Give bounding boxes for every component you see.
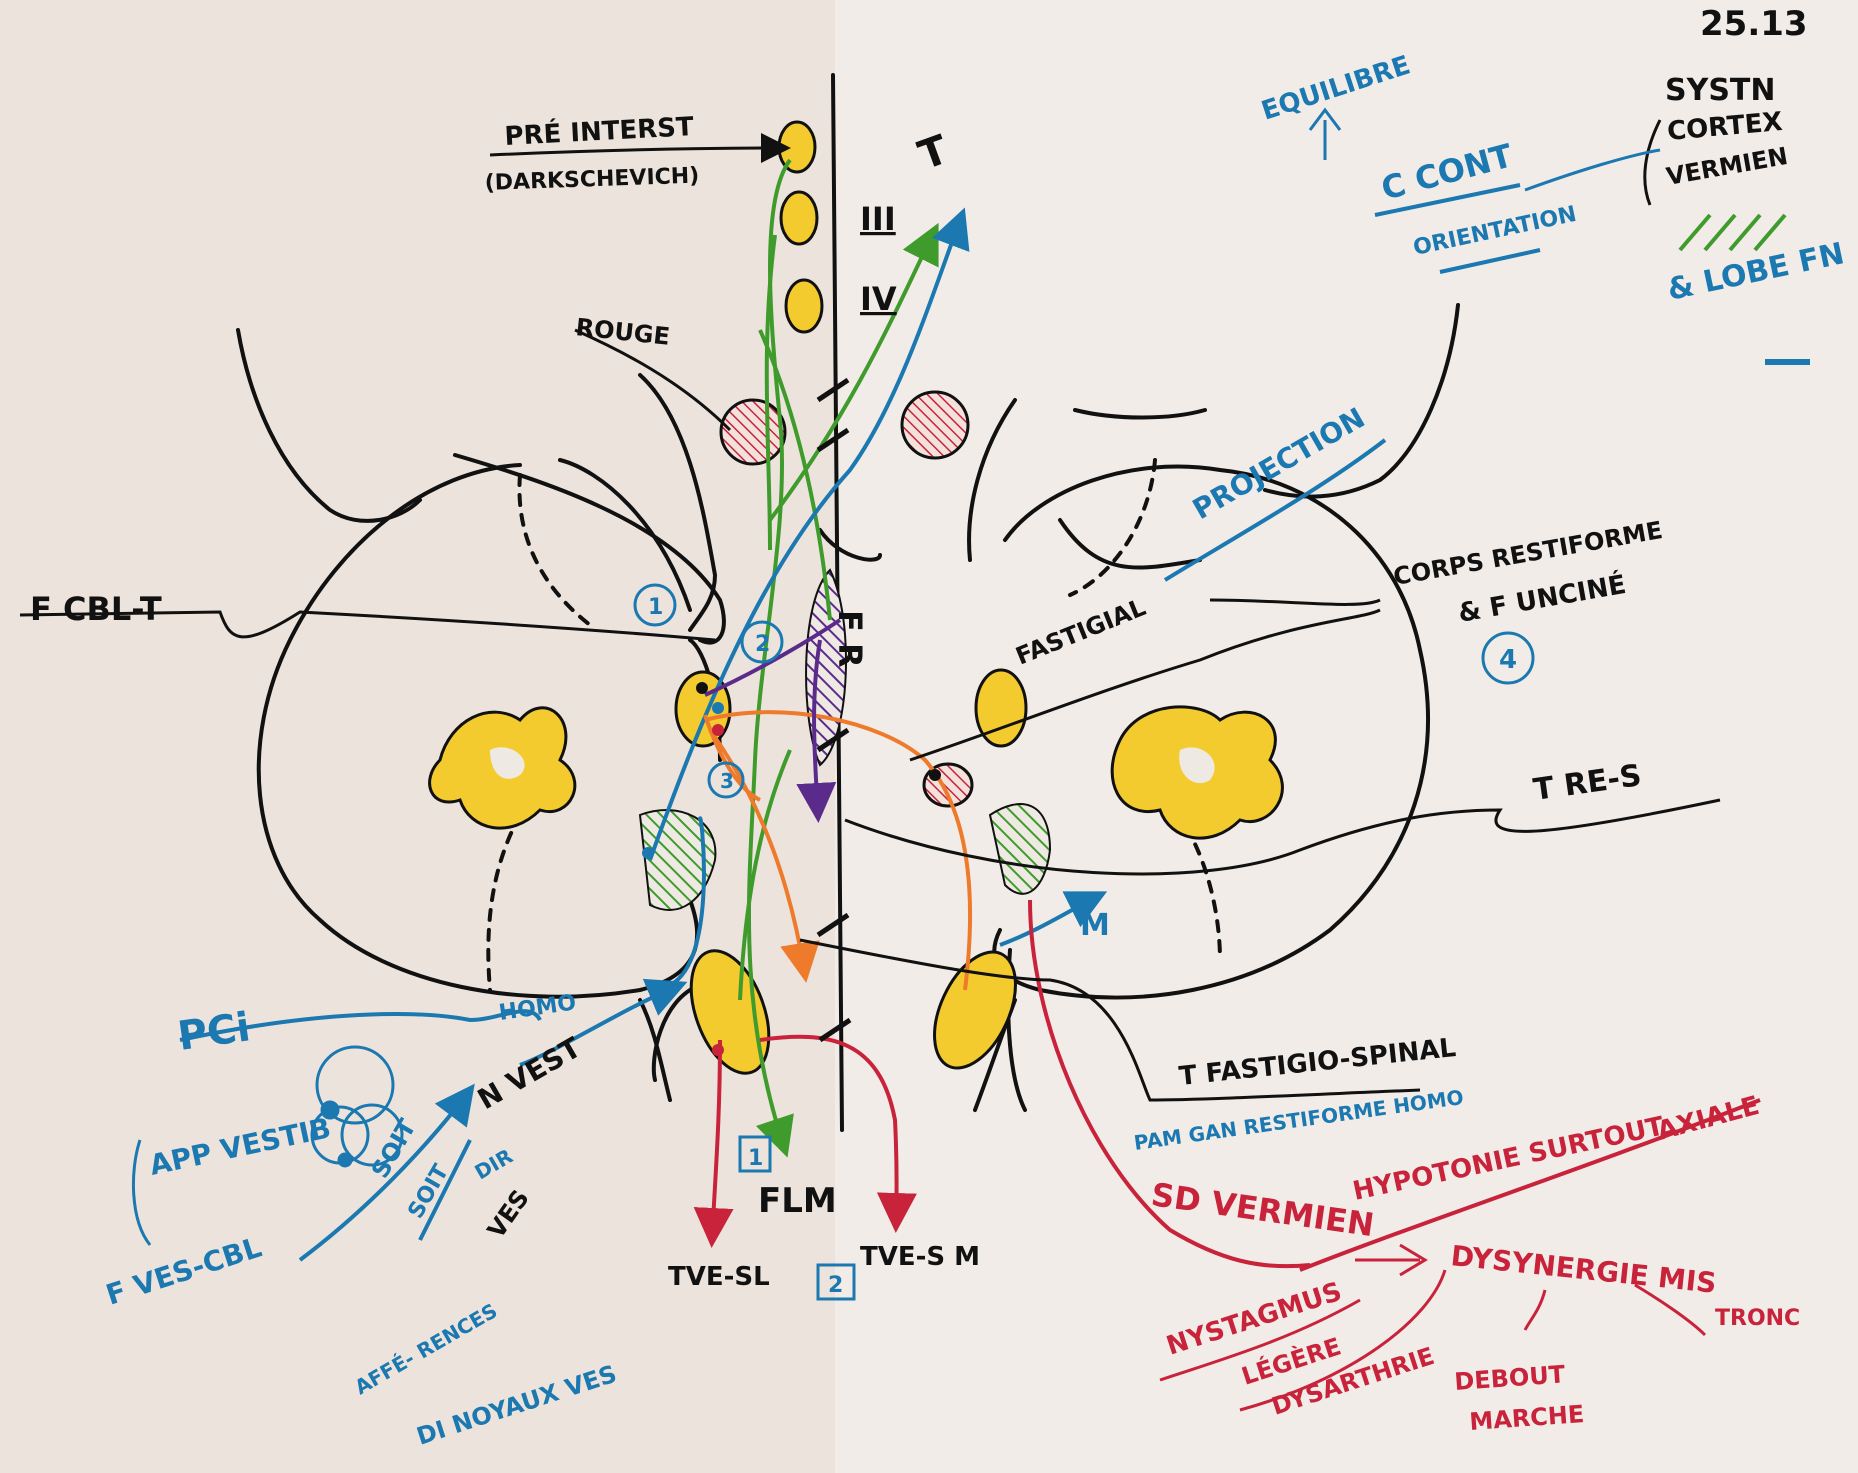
syst-label: SYSTN [1665,73,1776,108]
circle-4-label: 4 [1499,645,1517,675]
left-red-nucleus [721,400,785,464]
tve-sm-label: TVE-S M [860,1242,980,1272]
date: 25.13 [1700,4,1808,44]
box-2-label: 2 [828,1273,843,1298]
circle-2-label: 2 [755,632,770,657]
oculomotor-nucleus-iii [781,192,817,244]
f-cbl-t-label: F CBL-T [30,590,162,628]
tve-sl-label: TVE-SL [668,1262,770,1292]
circle-3-label: 3 [720,769,734,793]
circle-1-label: 1 [648,595,663,620]
trochlear-nucleus-iv [786,280,822,332]
iii-label: III [860,200,896,238]
right-red-nucleus [902,392,968,458]
iv-label: IV [860,280,897,318]
tronc-label: TRONC [1715,1306,1800,1331]
fr-label: F R [831,610,869,668]
m-label: M [1080,908,1110,943]
box-1-label: 1 [748,1146,763,1171]
flm-label: FLM [758,1181,837,1221]
